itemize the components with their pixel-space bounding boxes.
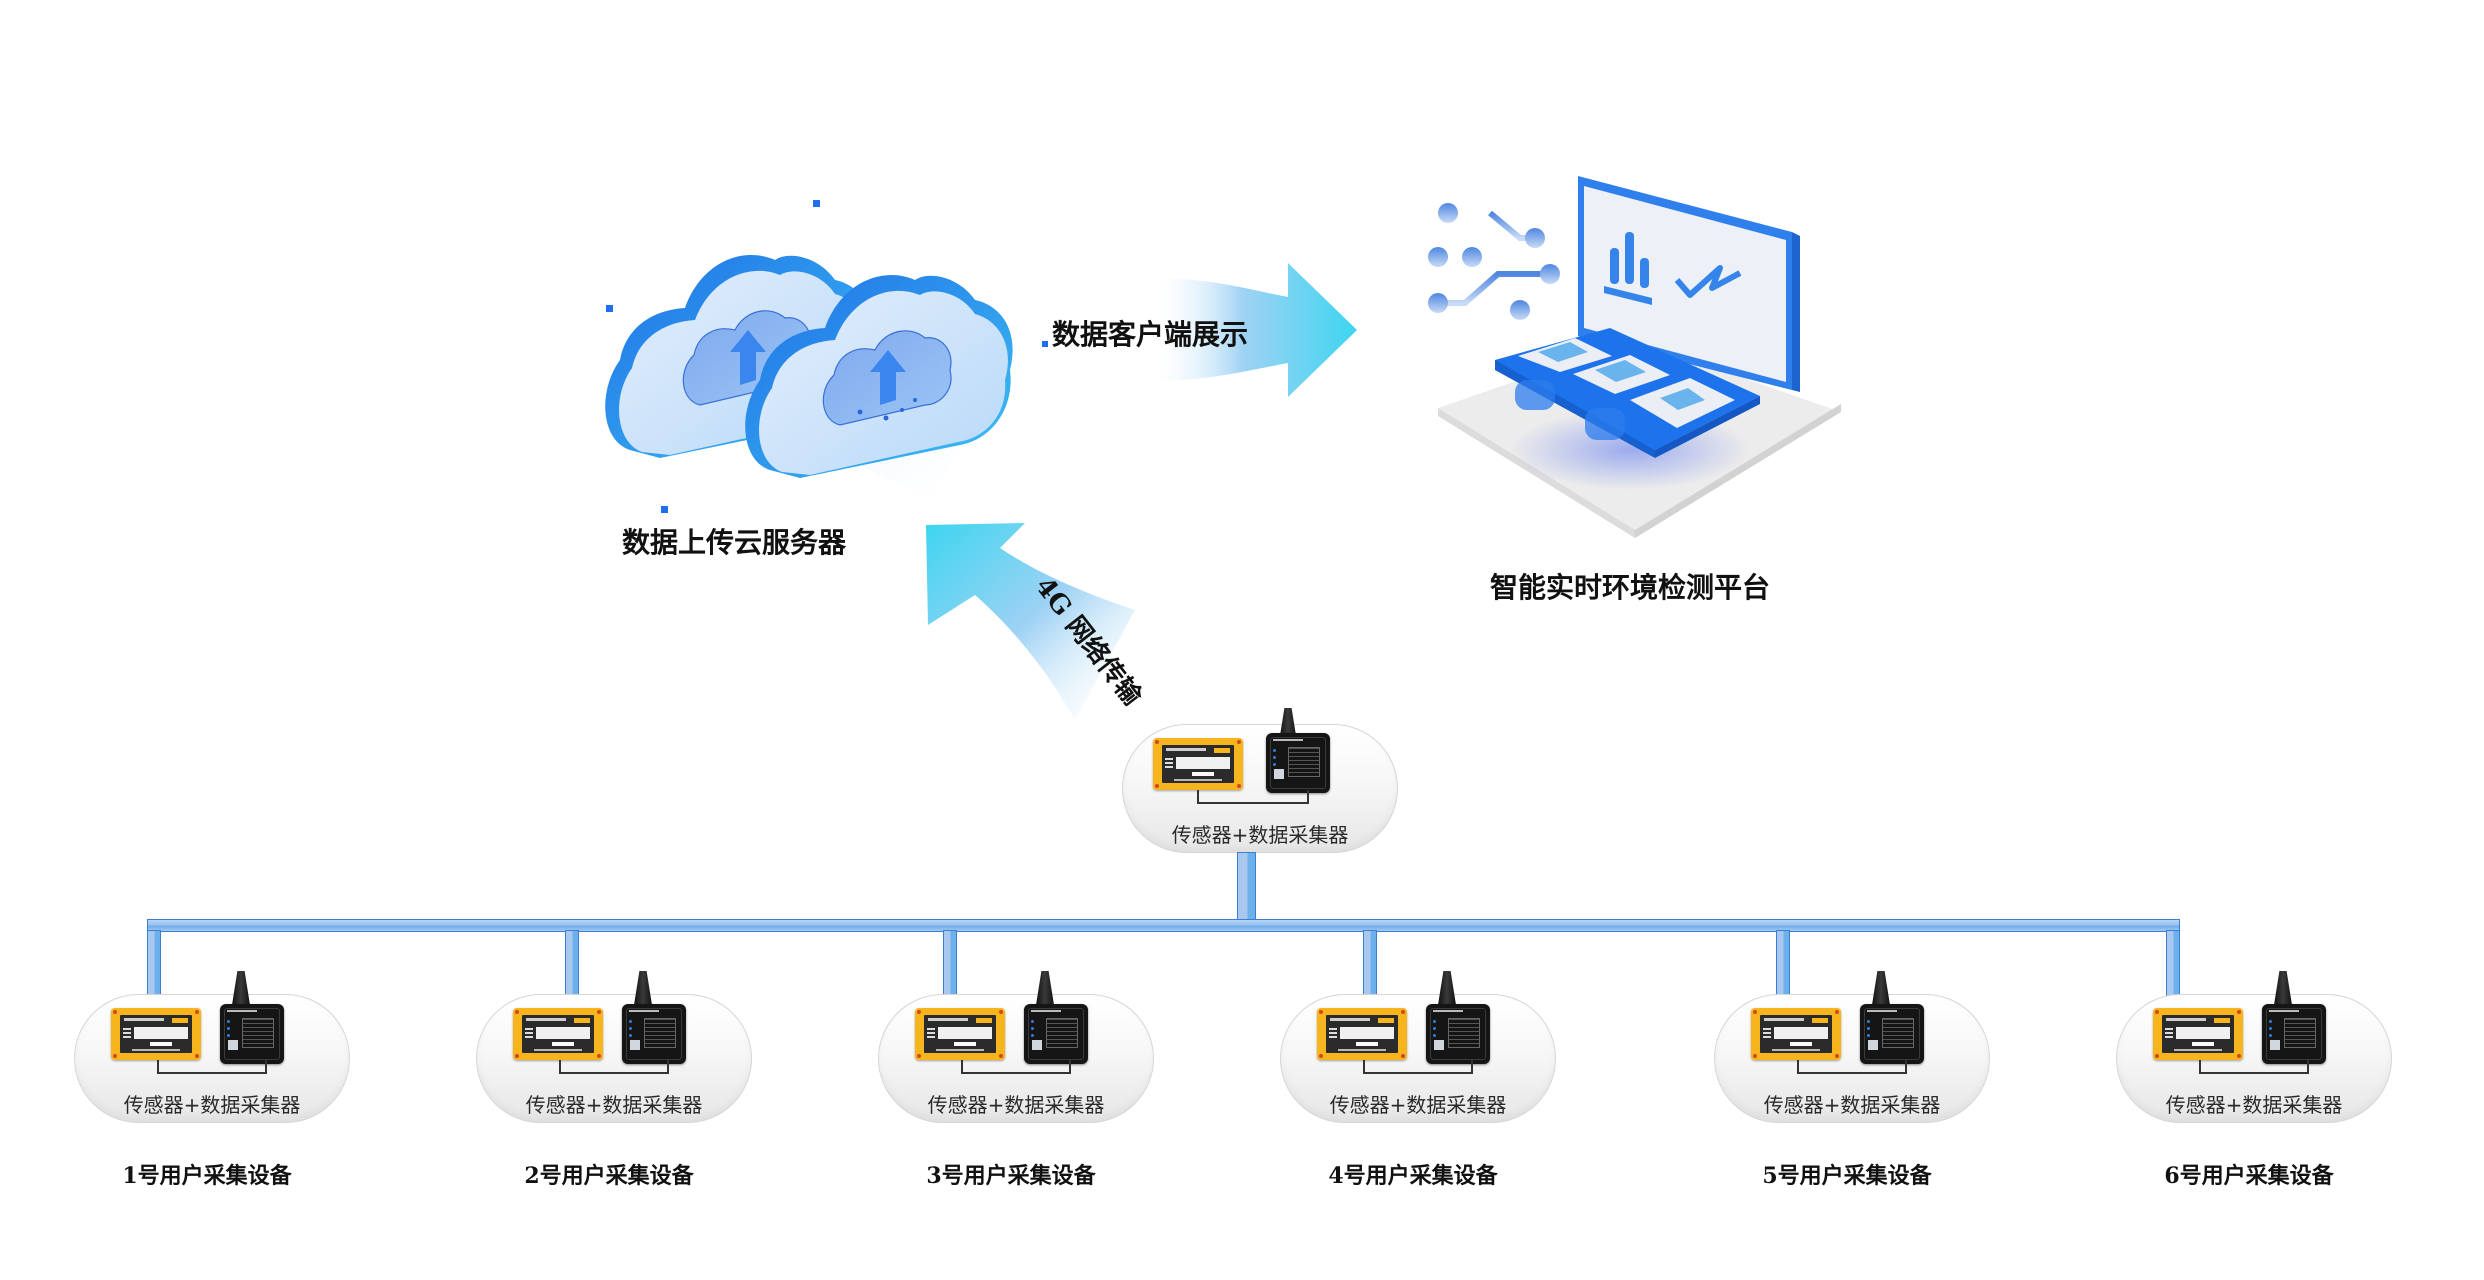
device-cable: [1797, 1060, 1907, 1074]
sensor-device-image: [513, 1008, 603, 1060]
particle: [606, 305, 613, 312]
user-device-card-1[interactable]: 传感器+数据采集器: [74, 971, 350, 1123]
data-collector-image: [2262, 1004, 2326, 1064]
gateway-connector: [1237, 852, 1256, 922]
user-device-card-5[interactable]: 传感器+数据采集器: [1714, 971, 1990, 1123]
device-caption: 传感器+数据采集器: [123, 1093, 301, 1117]
antenna-icon: [1438, 971, 1456, 1005]
upload-arrow-icon: [730, 330, 766, 385]
arrow-up-left-icon: [926, 523, 1135, 720]
drop-connector-5: [1776, 930, 1790, 1004]
bus-line: [147, 919, 2180, 932]
user-device-label: 1号用户采集设备: [122, 1163, 292, 1189]
trend-line-icon: [1674, 265, 1742, 298]
user-device-card-6[interactable]: 传感器+数据采集器: [2116, 971, 2392, 1123]
bar-chart-icon: [1604, 232, 1652, 305]
sensor-device-image: [1317, 1008, 1407, 1060]
drop-connector-4: [1363, 930, 1377, 1004]
antenna-icon: [634, 971, 652, 1005]
arrow-right-icon: [1150, 263, 1357, 397]
platform-label: 智能实时环境检测平台: [1489, 571, 1771, 604]
drop-connector-2: [565, 930, 579, 1004]
antenna-icon: [1872, 971, 1890, 1005]
user-device-label: 4号用户采集设备: [1328, 1163, 1498, 1189]
device-cable: [2199, 1060, 2309, 1074]
device-caption: 传感器+数据采集器: [927, 1093, 1105, 1117]
upload-arrow-icon: [870, 350, 906, 405]
data-collector-image: [622, 1004, 686, 1064]
device-caption: 传感器+数据采集器: [1763, 1093, 1941, 1117]
arrow-client-label: 数据客户端展示: [1051, 318, 1249, 351]
sensor-device-image: [1751, 1008, 1841, 1060]
data-collector-image: [1024, 1004, 1088, 1064]
circuit-lines: [1428, 203, 1560, 320]
antenna-icon: [2274, 971, 2292, 1005]
device-cable: [157, 1060, 267, 1074]
user-device-label: 5号用户采集设备: [1762, 1163, 1932, 1189]
device-caption: 传感器+数据采集器: [1171, 823, 1349, 847]
cloud-server-illustration: [605, 200, 1048, 513]
particle: [813, 200, 820, 207]
drop-connector-3: [943, 930, 957, 1004]
drop-connector-6: [2166, 930, 2180, 1004]
device-cable: [1363, 1060, 1473, 1074]
device-cable: [1197, 790, 1309, 804]
drop-connector-1: [147, 930, 161, 1004]
gateway-device-card[interactable]: 传感器+数据采集器: [1122, 708, 1398, 853]
monitor-dashboard-icon: [1428, 176, 1841, 538]
monitor-screen: [1584, 186, 1786, 382]
user-device-card-4[interactable]: 传感器+数据采集器: [1280, 971, 1556, 1123]
data-collector-image: [220, 1004, 284, 1064]
user-device-label: 6号用户采集设备: [2164, 1163, 2334, 1189]
device-caption: 传感器+数据采集器: [2165, 1093, 2343, 1117]
data-collector-image: [1860, 1004, 1924, 1064]
sensor-device-image: [111, 1008, 201, 1060]
user-device-label: 3号用户采集设备: [926, 1163, 1096, 1189]
particle: [661, 506, 668, 513]
antenna-icon: [1036, 971, 1054, 1005]
user-device-card-2[interactable]: 传感器+数据采集器: [476, 971, 752, 1123]
device-cable: [961, 1060, 1071, 1074]
device-caption: 传感器+数据采集器: [1329, 1093, 1507, 1117]
cloud-server-label: 数据上传云服务器: [621, 526, 847, 559]
user-device-label: 2号用户采集设备: [524, 1163, 694, 1189]
particle: [1042, 341, 1048, 347]
device-caption: 传感器+数据采集器: [525, 1093, 703, 1117]
user-device-card-3[interactable]: 传感器+数据采集器: [878, 971, 1154, 1123]
data-collector-image: [1426, 1004, 1490, 1064]
sensor-device-image: [2153, 1008, 2243, 1060]
cloud-right: [745, 275, 1013, 478]
data-collector-image: [1266, 733, 1330, 793]
sensor-device-image: [915, 1008, 1005, 1060]
device-cable: [559, 1060, 669, 1074]
antenna-icon: [232, 971, 250, 1005]
sensor-device-image: [1153, 738, 1243, 790]
